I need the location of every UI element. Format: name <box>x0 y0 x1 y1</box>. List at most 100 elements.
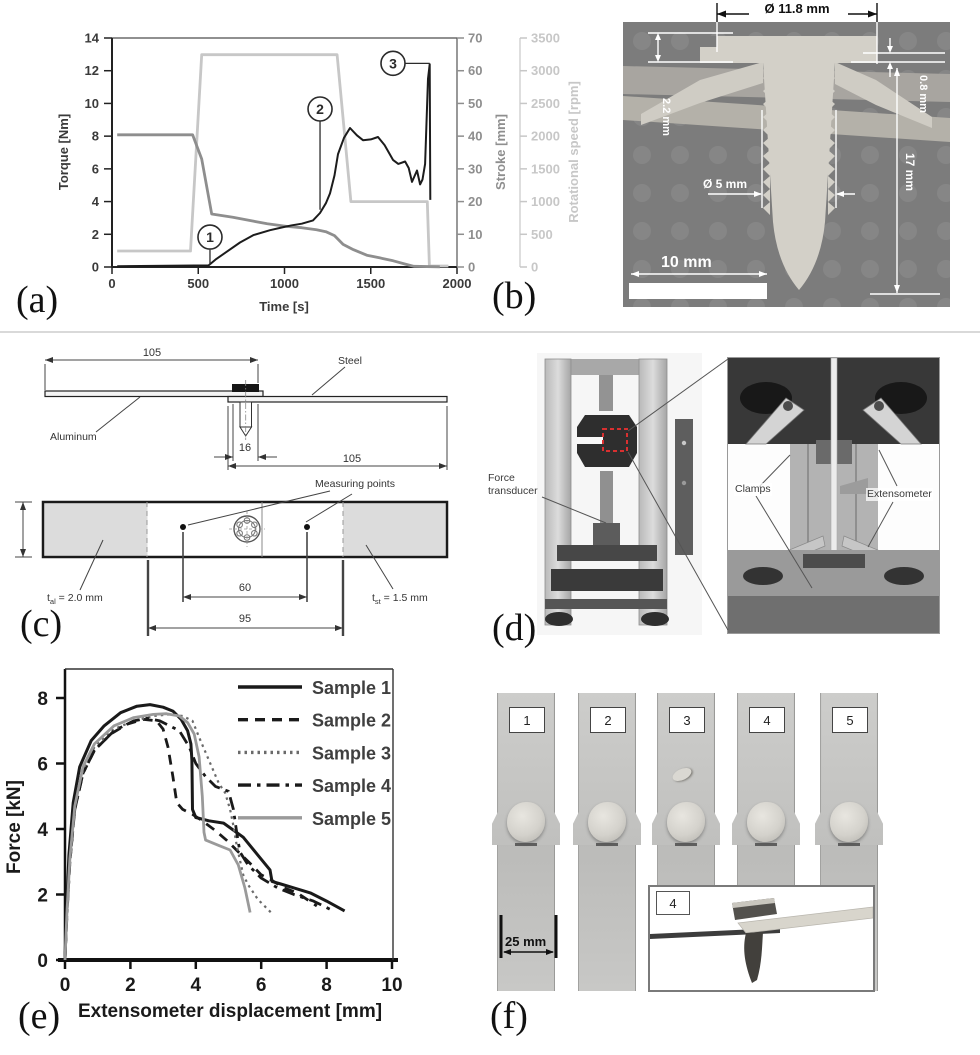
scale-bar <box>629 283 767 299</box>
svg-text:2: 2 <box>37 886 48 907</box>
zoom-region-box <box>602 428 628 452</box>
clamp-area-left <box>44 503 148 556</box>
svg-text:60: 60 <box>468 63 482 78</box>
svg-text:0: 0 <box>37 951 48 972</box>
thickness-aluminum-label: tal = 2.0 mm <box>47 592 103 606</box>
control-button <box>681 440 687 446</box>
extensometer-arm <box>840 478 868 494</box>
panel-d-closeup-photo <box>727 357 940 634</box>
svg-text:2: 2 <box>125 975 136 996</box>
svg-text:Sample 1: Sample 1 <box>312 678 391 698</box>
svg-text:1000: 1000 <box>531 194 560 209</box>
svg-text:0: 0 <box>92 260 99 275</box>
sample-number-tag: 5 <box>832 707 868 733</box>
force-transducer-body <box>593 523 620 545</box>
svg-text:2500: 2500 <box>531 96 560 111</box>
base-beam <box>545 599 667 609</box>
svg-text:Sample 4: Sample 4 <box>312 776 391 796</box>
svg-text:50: 50 <box>468 96 482 111</box>
force-transducer-label: Force transducer <box>488 472 538 498</box>
dim-head-diameter-label: Ø 11.8 mm <box>764 1 830 16</box>
svg-text:0: 0 <box>468 260 475 275</box>
svg-text:6: 6 <box>256 975 267 996</box>
machine-foot-right <box>641 612 669 626</box>
aluminum-label: Aluminum <box>50 431 97 443</box>
dim-5mm: Ø 5 mm <box>703 177 747 191</box>
svg-text:1500: 1500 <box>356 276 385 291</box>
dim-60: 60 <box>239 582 251 594</box>
panel-b-crosssection-photo: 2.2 mm 0.8 mm 17 mm Ø 5 mm 10 mm <box>623 22 950 307</box>
svg-text:1: 1 <box>206 229 214 245</box>
aluminum-sheet-side <box>44 390 264 398</box>
joint-remnant <box>588 802 626 842</box>
control-button <box>681 480 687 486</box>
svg-text:500: 500 <box>531 227 553 242</box>
panel-d-machine-photo <box>537 353 702 635</box>
screw-torx-lobes <box>236 517 258 541</box>
flange-left <box>641 62 763 125</box>
dim-105-bottom: 105 <box>343 453 361 465</box>
svg-text:0: 0 <box>60 975 71 996</box>
panel-label-f: (f) <box>490 995 528 1037</box>
clamps-label: Clamps <box>734 483 772 497</box>
dimension-lines <box>631 22 945 295</box>
dim-2-2mm: 2.2 mm <box>660 98 672 136</box>
screw-shank-sideview <box>744 932 763 983</box>
svg-text:0: 0 <box>531 260 538 275</box>
base-plate-upper <box>557 545 657 561</box>
inset-number-tag: 4 <box>656 891 690 915</box>
svg-text:14: 14 <box>85 31 100 46</box>
svg-text:2: 2 <box>92 227 99 242</box>
screw-head-highlight <box>732 898 775 908</box>
sample-strip-2: 2 <box>573 693 641 991</box>
side-view-dimensions <box>44 357 448 470</box>
svg-text:500: 500 <box>187 276 209 291</box>
marker-line <box>838 843 860 846</box>
dim-16: 16 <box>239 442 251 454</box>
svg-text:Extensometer displacement [mm]: Extensometer displacement [mm] <box>78 1001 382 1022</box>
machine-foot-left <box>545 612 573 626</box>
joint-remnant <box>507 802 545 842</box>
svg-text:3: 3 <box>389 55 397 71</box>
specimen-slot <box>577 437 603 444</box>
svg-text:10: 10 <box>468 227 482 242</box>
screw-head-step <box>700 36 717 47</box>
lower-grip-block <box>803 554 865 568</box>
screw-head <box>700 36 877 63</box>
svg-text:8: 8 <box>92 129 99 144</box>
pulled-screw-photo <box>650 898 874 983</box>
svg-text:Rotational speed [rpm]: Rotational speed [rpm] <box>566 81 581 223</box>
svg-text:4: 4 <box>37 820 48 841</box>
upper-rod <box>599 375 613 411</box>
svg-text:4: 4 <box>191 975 202 996</box>
svg-text:70: 70 <box>468 31 482 46</box>
platform-hole-right <box>884 567 924 585</box>
sample-strip-4: 4 <box>732 693 800 991</box>
sample-number-tag: 3 <box>669 707 705 733</box>
top-view-dimensions <box>15 490 394 636</box>
svg-text:8: 8 <box>321 975 332 996</box>
control-panel <box>675 419 693 555</box>
dim-95: 95 <box>239 613 251 625</box>
marker-line <box>755 843 777 846</box>
sample-number-tag: 4 <box>749 707 785 733</box>
scale-bar-label: 10 mm <box>661 254 712 271</box>
dimension-arrowheads <box>631 33 900 293</box>
row-divider <box>0 331 980 333</box>
arrowhead <box>717 10 726 18</box>
dim-0-8mm: 0.8 mm <box>917 75 929 113</box>
svg-text:4: 4 <box>92 194 100 209</box>
thickness-steel-label: tst = 1.5 mm <box>372 592 428 606</box>
svg-text:2: 2 <box>316 101 324 117</box>
arrowhead <box>868 10 877 18</box>
platform-hole-left <box>743 567 783 585</box>
steel-label: Steel <box>338 355 362 367</box>
extensometer-label: Extensometer <box>866 488 933 502</box>
svg-text:6: 6 <box>92 161 99 176</box>
svg-text:10: 10 <box>381 975 402 996</box>
screw-threads <box>763 72 835 215</box>
base-plate-lower <box>551 569 663 591</box>
marker-line <box>675 843 697 846</box>
